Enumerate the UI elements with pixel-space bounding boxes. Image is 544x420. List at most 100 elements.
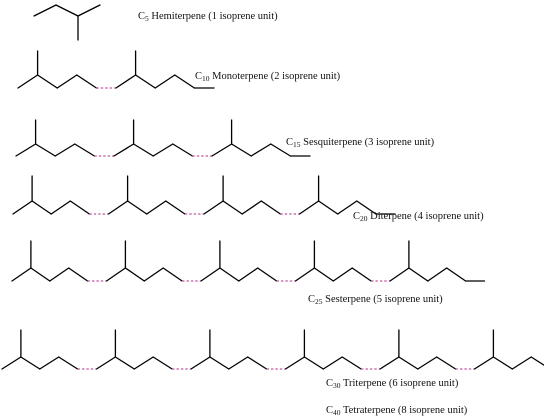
bond <box>222 200 243 215</box>
bond <box>436 356 457 370</box>
bond <box>146 200 167 215</box>
bond <box>356 200 377 215</box>
bond <box>68 267 89 282</box>
bond <box>511 356 532 370</box>
bond <box>143 267 164 282</box>
label-monoterpene-name: Monoterpene (2 isoprene unit) <box>212 71 341 82</box>
bond <box>17 74 39 89</box>
bond <box>530 356 544 366</box>
bond <box>77 4 101 17</box>
bond <box>1 356 22 370</box>
bond <box>398 356 419 370</box>
bond <box>190 356 211 370</box>
bond <box>351 267 372 282</box>
bond <box>133 356 154 370</box>
bond <box>473 356 495 370</box>
bond <box>50 200 71 215</box>
label-diterpene-carbons: 20 <box>360 214 368 223</box>
label-sesterpene: C25 Sesterpene (5 isoprene unit) <box>308 294 443 306</box>
label-hemiterpene-carbons: 5 <box>145 14 149 23</box>
label-tetraterpene-name: Tetraterpene (8 isoprene unit) <box>342 405 468 416</box>
bond <box>257 267 278 282</box>
sesterpene-structure <box>11 240 486 282</box>
label-tetraterpene-carbons: 40 <box>333 408 341 417</box>
bond <box>132 143 154 157</box>
label-tetraterpene-prefix: C <box>326 405 334 416</box>
label-sesterpene-carbons: 25 <box>315 297 323 306</box>
bond <box>317 200 339 215</box>
bond <box>115 74 137 89</box>
bond <box>230 143 252 157</box>
bond <box>174 74 196 89</box>
label-hemiterpene-name: Hemiterpene (1 isoprene unit) <box>151 11 278 22</box>
bond <box>33 4 57 17</box>
bond <box>107 200 129 215</box>
bond <box>31 200 52 215</box>
label-triterpene-carbons: 30 <box>333 381 341 390</box>
bond <box>58 356 79 370</box>
bond <box>105 267 127 282</box>
bond <box>74 143 96 157</box>
label-sesterpene-prefix: C <box>308 294 316 305</box>
bond <box>12 200 33 215</box>
bond <box>270 143 292 157</box>
hemiterpene-structure <box>33 4 101 41</box>
triterpene-structure <box>1 329 544 370</box>
label-triterpene-prefix: C <box>326 378 334 389</box>
bond <box>241 200 262 215</box>
sesquiterpene-structure <box>15 119 311 157</box>
bond <box>54 143 76 157</box>
bond <box>124 267 145 282</box>
bond <box>247 356 268 370</box>
bond <box>114 356 135 370</box>
bond <box>427 267 448 282</box>
bond <box>332 267 353 282</box>
bond <box>39 356 60 370</box>
label-diterpene: C20 Diterpene (4 isoprene unit) <box>353 211 484 223</box>
bond <box>152 356 173 370</box>
label-triterpene-name: Triterpene (6 isoprene unit) <box>342 378 459 389</box>
bond <box>417 356 438 370</box>
label-triterpene: C30 Triterpene (6 isoprene unit) <box>326 378 459 390</box>
bond <box>49 267 70 282</box>
label-sesquiterpene-carbons: 15 <box>293 140 301 149</box>
bond <box>228 356 249 370</box>
bond <box>15 143 37 157</box>
bond <box>250 143 272 157</box>
label-diterpene-name: Diterpene (4 isoprene unit) <box>370 211 484 222</box>
bond <box>154 74 176 89</box>
bond <box>165 200 186 215</box>
bond <box>209 356 230 370</box>
bond <box>203 200 224 215</box>
bond <box>492 356 513 370</box>
bond <box>337 200 358 215</box>
bond <box>389 267 410 282</box>
bond <box>200 267 221 282</box>
bond <box>55 4 79 17</box>
bond <box>76 74 98 89</box>
monoterpene-structure <box>17 50 215 89</box>
label-sesterpene-name: Sesterpene (5 isoprene unit) <box>325 294 443 305</box>
bond <box>36 74 58 89</box>
bond <box>34 143 56 157</box>
bond <box>126 200 148 215</box>
bond <box>211 143 233 157</box>
bond <box>134 74 156 89</box>
bond <box>95 356 117 370</box>
label-tetraterpene: C40 Tetraterpene (8 isoprene unit) <box>326 405 468 417</box>
bond <box>260 200 282 215</box>
bond <box>69 200 91 215</box>
bond <box>11 267 32 282</box>
bond <box>379 356 400 370</box>
label-diterpene-prefix: C <box>353 211 361 222</box>
bond <box>408 267 429 282</box>
bond <box>219 267 240 282</box>
bond <box>313 267 334 282</box>
bond <box>238 267 259 282</box>
bond <box>152 143 174 157</box>
bond <box>172 143 194 157</box>
diterpene-structure <box>12 175 396 215</box>
bond <box>298 200 320 215</box>
